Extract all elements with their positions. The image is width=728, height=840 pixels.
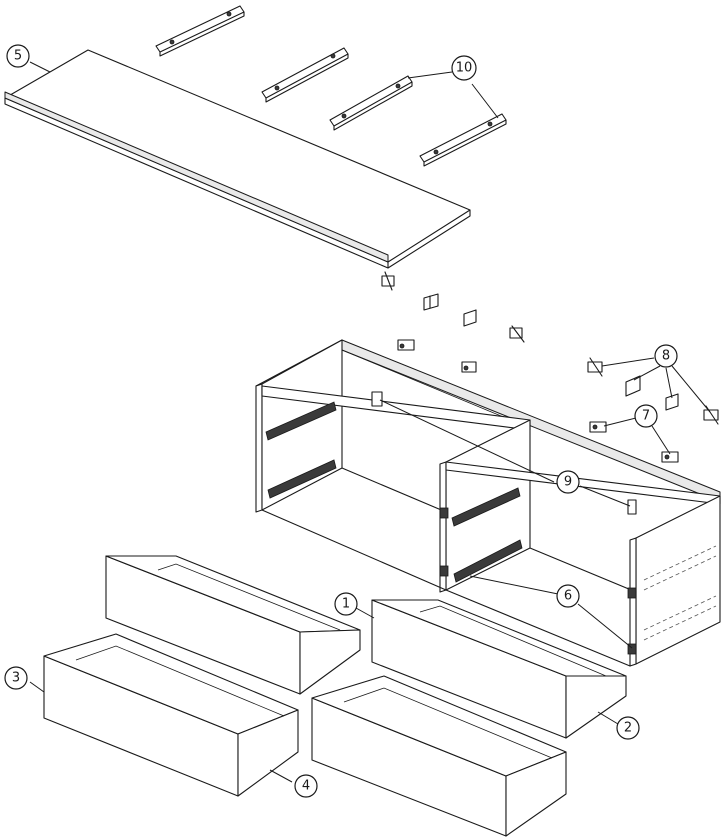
hanging-brackets	[371, 391, 637, 515]
callout-6-label: 6	[564, 589, 572, 604]
hardware-clips	[381, 271, 719, 463]
callout-5: 5	[6, 44, 30, 68]
callout-9: 9	[556, 470, 580, 494]
clip-8d	[509, 325, 525, 343]
callout-1: 1	[334, 592, 358, 616]
rail-4	[419, 113, 507, 167]
callout-6: 6	[556, 584, 580, 608]
drawer-2	[371, 599, 627, 739]
top-panel	[4, 49, 471, 269]
callout-10: 10	[451, 55, 477, 81]
leader-lines	[29, 61, 711, 783]
drawer-1	[105, 555, 361, 695]
clip-7a	[397, 339, 415, 351]
bracket-8f	[625, 375, 641, 397]
bracket-8c	[463, 309, 477, 327]
clip-7c	[589, 421, 607, 433]
drawer-3	[43, 633, 299, 797]
callout-1-label: 1	[342, 597, 350, 612]
rail-1	[155, 5, 245, 57]
clip-7b	[461, 361, 477, 373]
drawer-runners	[265, 401, 637, 655]
callout-10-label: 10	[456, 61, 473, 76]
bracket-8b	[423, 293, 439, 311]
callout-3-label: 3	[12, 671, 20, 686]
clip-8e	[587, 357, 603, 377]
callout-4: 4	[294, 774, 318, 798]
drawer-4	[311, 675, 567, 837]
rail-3	[329, 75, 413, 131]
rail-2	[261, 47, 349, 103]
callout-2: 2	[616, 716, 640, 740]
callout-8: 8	[654, 344, 678, 368]
top-rails	[155, 5, 507, 167]
clip-7d	[661, 451, 679, 463]
callout-8-label: 8	[662, 349, 670, 364]
callout-4-label: 4	[302, 779, 310, 794]
callout-3: 3	[4, 666, 28, 690]
callout-9-label: 9	[564, 475, 572, 490]
callout-7: 7	[634, 404, 658, 428]
callout-7-label: 7	[642, 409, 650, 424]
callout-2-label: 2	[624, 721, 632, 736]
clip-8h	[703, 405, 719, 425]
clip-8a	[381, 271, 395, 291]
bracket-8g	[665, 393, 679, 411]
callout-5-label: 5	[14, 49, 22, 64]
